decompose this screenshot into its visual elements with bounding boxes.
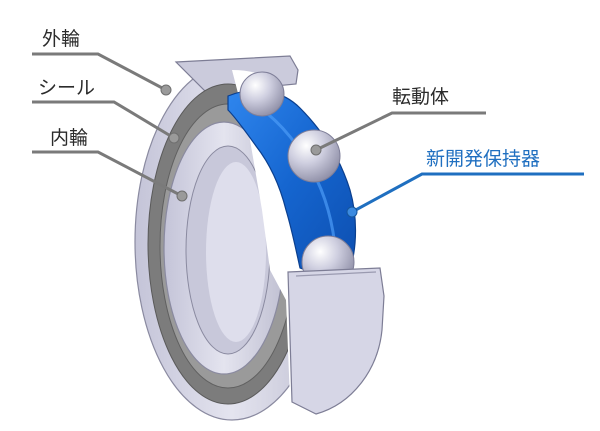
leader-inner-ring [32,150,183,198]
label-outer-ring: 外輪 [42,28,81,50]
leader-retainer [351,172,584,214]
label-retainer: 新開発保持器 [426,148,541,170]
leader-lines [32,52,584,218]
ball-middle [287,129,341,183]
leader-inner-ring-dot [176,190,188,202]
leader-outer-ring [32,52,167,92]
outer-ring-section-bottom [287,267,385,415]
inner-ring [163,121,285,375]
inner-ring-bore-highlight [206,162,266,342]
leader-rolling-element [315,111,486,152]
leader-seal-dot [168,132,180,144]
ball-top [239,71,285,117]
leader-retainer-dot [346,206,358,218]
leader-outer-ring-dot [160,84,172,96]
outer-ring-section-bottom-edge [295,271,377,277]
leader-seal [32,100,175,140]
label-seal: シール [38,77,96,99]
label-rolling-element: 転動体 [392,86,450,108]
label-inner-ring: 内輪 [50,127,89,149]
leader-rolling-element-dot [310,144,322,156]
